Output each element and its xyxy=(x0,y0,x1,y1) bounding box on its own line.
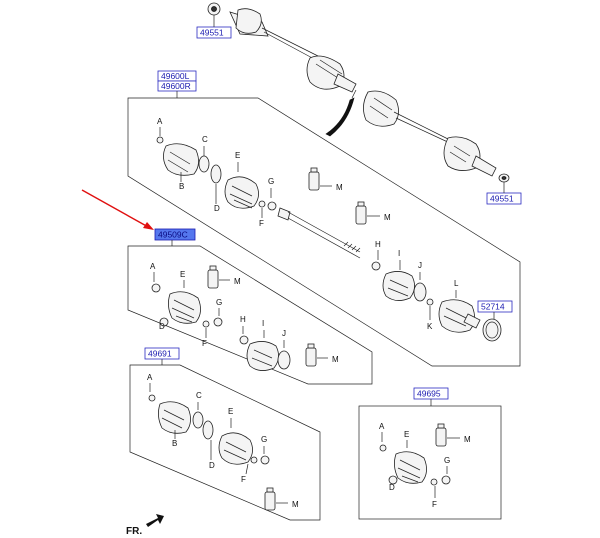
label-e: E xyxy=(180,270,185,279)
part-number-49509C-highlighted[interactable]: 49509C xyxy=(154,228,196,241)
drive-shaft-top xyxy=(207,2,510,183)
part-number-49551-bottom[interactable]: 49551 xyxy=(486,192,522,205)
part-number-49551-top[interactable]: 49551 xyxy=(196,26,232,39)
label-c: C xyxy=(196,391,202,400)
label-m: M xyxy=(332,355,339,364)
label-b: B xyxy=(172,439,177,448)
front-direction-indicator: FR. xyxy=(126,514,164,537)
part-number-text: 49551 xyxy=(490,194,514,204)
label-f: F xyxy=(259,219,264,228)
boot-kit-parts: A E D M G F xyxy=(379,422,471,509)
part-number-text: 49691 xyxy=(148,349,172,359)
label-i: I xyxy=(398,249,400,258)
label-j: J xyxy=(282,329,286,338)
label-g: G xyxy=(261,435,267,444)
label-d: D xyxy=(159,322,165,331)
part-number-text: 52714 xyxy=(481,302,505,312)
label-m: M xyxy=(234,277,241,286)
highlight-arrow xyxy=(81,189,154,230)
label-l: L xyxy=(454,279,459,288)
label-h: H xyxy=(240,315,246,324)
label-f: F xyxy=(202,339,207,348)
inner-kit-panel-outline xyxy=(127,245,373,385)
assembly-panel-outline xyxy=(127,97,521,367)
label-a: A xyxy=(147,373,153,382)
part-number-text: 49600R xyxy=(161,81,191,91)
label-a: A xyxy=(379,422,385,431)
part-number-49691[interactable]: 49691 xyxy=(144,347,180,360)
label-e: E xyxy=(235,151,240,160)
fr-label: FR. xyxy=(126,526,142,537)
boot-kit-panel-outline xyxy=(358,405,502,520)
part-number-49695[interactable]: 49695 xyxy=(413,387,449,400)
part-number-49600L[interactable]: 49600L xyxy=(157,70,197,82)
label-m: M xyxy=(336,183,343,192)
label-b: B xyxy=(179,182,184,191)
part-number-49600R[interactable]: 49600R xyxy=(157,80,197,92)
label-d: D xyxy=(389,483,395,492)
label-m: M xyxy=(464,435,471,444)
label-k: K xyxy=(427,322,433,331)
label-j: J xyxy=(418,261,422,270)
part-number-text: 49509C xyxy=(158,230,188,240)
label-g: G xyxy=(216,298,222,307)
label-g: G xyxy=(268,177,274,186)
label-f: F xyxy=(241,475,246,484)
label-a: A xyxy=(150,262,156,271)
label-i: I xyxy=(262,319,264,328)
outer-kit-panel-outline xyxy=(129,364,321,521)
label-a: A xyxy=(157,117,163,126)
part-number-52714[interactable]: 52714 xyxy=(477,300,513,313)
label-e: E xyxy=(404,430,409,439)
label-h: H xyxy=(375,240,381,249)
label-m: M xyxy=(384,213,391,222)
label-m: M xyxy=(292,500,299,509)
label-g: G xyxy=(444,456,450,465)
part-number-text: 49551 xyxy=(200,28,224,38)
label-e: E xyxy=(228,407,233,416)
part-number-text: 49695 xyxy=(417,389,441,399)
label-c: C xyxy=(202,135,208,144)
label-d: D xyxy=(209,461,215,470)
outer-kit-parts: A B C D E F G M xyxy=(147,373,299,511)
part-number-text: 49600L xyxy=(161,71,190,81)
label-f: F xyxy=(432,500,437,509)
label-d: D xyxy=(214,204,220,213)
assembly-panel-parts: A B C D E F G M xyxy=(156,117,502,342)
inner-kit-parts: A E D M G F H I J M xyxy=(150,262,339,371)
